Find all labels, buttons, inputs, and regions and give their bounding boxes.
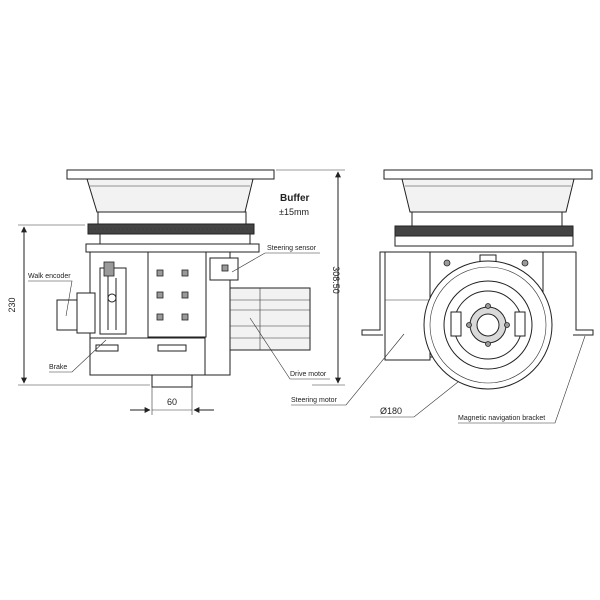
dim-230: 230	[7, 224, 150, 386]
brake-label: Brake	[49, 364, 67, 371]
wheel-hub	[151, 374, 193, 388]
magnetic-bracket-label: Magnetic navigation bracket	[458, 415, 545, 422]
drive-motor-label: Drive motor	[290, 371, 327, 378]
gear-ring-right	[394, 225, 574, 237]
front-view: Steering motor Ø180 Magnetic navigation …	[291, 169, 594, 424]
mount-plate	[85, 243, 260, 253]
walk-encoder-label: Walk encoder	[28, 273, 71, 280]
brake-mechanism	[99, 261, 127, 335]
right-bracket	[573, 251, 594, 336]
dim-60: 60	[130, 387, 214, 415]
buffer-title: Buffer	[280, 193, 310, 204]
steering-sensor-label: Steering sensor	[267, 245, 317, 252]
side-view: 230 308.50 60 Buffer ±15mm Walk encoder …	[7, 169, 345, 415]
steering-motor-block	[384, 251, 431, 361]
buffer-dish-right	[401, 178, 575, 213]
mounting-holes	[156, 269, 189, 321]
dim-60-label: 60	[167, 397, 177, 407]
top-plate	[66, 169, 275, 180]
lower-housing	[89, 337, 206, 376]
left-bracket	[361, 251, 383, 336]
dim-230-label: 230	[7, 297, 17, 312]
diameter-label: Ø180	[380, 406, 402, 416]
buffer-dish	[86, 178, 254, 213]
drive-motor-body	[229, 287, 311, 351]
steering-motor-label: Steering motor	[291, 397, 338, 404]
drive-wheel	[423, 260, 553, 390]
buffer-value: ±15mm	[279, 207, 309, 217]
buffer-ring	[97, 211, 247, 225]
dim-308-label: 308.50	[331, 266, 341, 294]
top-plate-right	[383, 169, 593, 180]
dim-308: 308.50	[276, 169, 345, 386]
walk-encoder	[56, 299, 78, 331]
